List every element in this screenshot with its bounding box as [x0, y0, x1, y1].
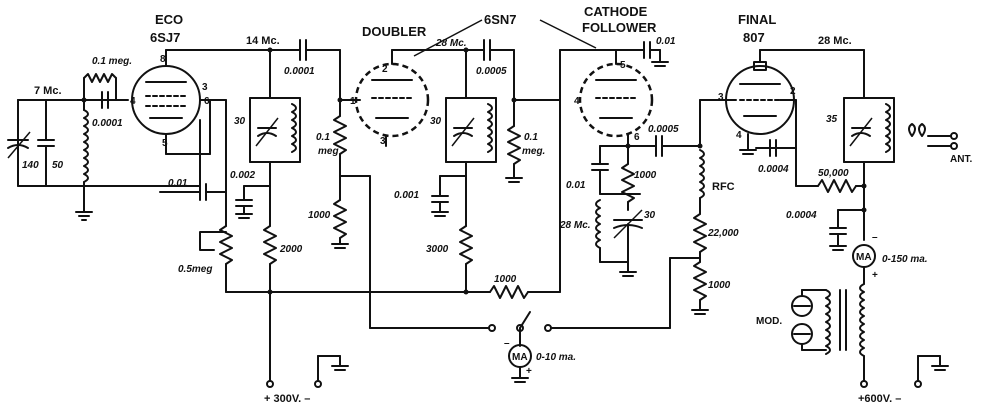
eco-pin-6: 6 — [204, 96, 210, 107]
final-pin-2: 2 — [790, 86, 796, 97]
final-pin-4: 4 — [736, 130, 742, 141]
final-output-stage: 0.0004 50,000 35 ANT. 0.0004 — [755, 49, 972, 251]
supply-600v-label: +600V. – — [858, 393, 901, 405]
r-doubler-grid-label: 0.1 — [316, 132, 330, 143]
doubler-input-stage: 0.0001 30 0.002 2000 0.1 meg — [230, 39, 371, 381]
eco-pin-4: 4 — [130, 96, 136, 107]
doubler-title: DOUBLER — [362, 24, 427, 39]
cf-pin-4: 4 — [574, 96, 580, 107]
c-out1-label: 0.0001 — [284, 66, 315, 77]
c-cf-bypass-label: 0.01 — [656, 36, 676, 47]
grid-meter-label: MA — [512, 352, 528, 363]
cf-pin-5: 5 — [620, 60, 626, 71]
supply-300v-label: + 300V. – — [264, 393, 310, 405]
eco-pin-8: 8 — [160, 54, 166, 65]
rfc-label: RFC — [712, 181, 735, 193]
c-bypass1-label: 0.002 — [230, 170, 255, 181]
follower-cathode-stage: 0.0005 0.01 1000 30 — [566, 124, 701, 277]
c-cf-tank-bypass-label: 0.01 — [566, 180, 586, 191]
freq-stage2: 28 Mc. — [435, 38, 467, 49]
plate-meter-minus: – — [872, 232, 878, 243]
r-dropping2-label: 3000 — [426, 244, 449, 255]
modulator-transformer: MOD. — [756, 283, 865, 381]
grid-leak-label: 0.1 meg. — [92, 56, 132, 67]
eco-title: ECO — [155, 12, 183, 27]
final-pin-3: 3 — [718, 92, 724, 103]
r-dropping1-label: 2000 — [279, 244, 303, 255]
r-cf-grid-unit: meg. — [522, 146, 545, 157]
r-cathode1-label: 1000 — [308, 210, 331, 221]
pointer-arrow-follower — [539, 19, 597, 49]
grid-cap-label: 0.0001 — [92, 118, 123, 129]
plate-meter-label: MA — [856, 252, 872, 263]
final-tube: 3 2 4 — [718, 49, 865, 155]
eco-pin-3: 3 — [202, 82, 208, 93]
modulator-label: MOD. — [756, 316, 782, 327]
doubler-pin-2: 2 — [382, 64, 388, 75]
eco-tube-type: 6SJ7 — [150, 30, 180, 45]
plate-milliammeter: MA – + 0-150 ma. — [852, 232, 928, 285]
freq-stage1: 14 Mc. — [246, 35, 280, 47]
supply-300v: + 300V. – — [264, 355, 349, 405]
final-grid-stage: RFC 22,000 1000 — [551, 99, 739, 329]
c-tank1-label: 30 — [234, 116, 246, 127]
grid-meter-plus: + — [526, 366, 532, 377]
eco-stage: 140 50 0.1 meg. 0.0001 0.01 — [7, 49, 271, 293]
r-doubler-grid-unit: meg — [318, 146, 339, 157]
plate-meter-plus: + — [872, 270, 878, 281]
c-final-screen-label: 0.0004 — [758, 164, 789, 175]
follower-input-stage: 0.0005 30 0.001 3000 0.1 meg. — [225, 39, 617, 299]
freq-output: 28 Mc. — [818, 35, 852, 47]
c-final-bypass-label: 0.0004 — [786, 210, 817, 221]
eco-pin-5: 5 — [162, 138, 168, 149]
freq-cf-tank: 28 Mc. — [559, 220, 591, 231]
c140-label: 140 — [22, 160, 39, 171]
pot-label: 0.5meg — [178, 264, 212, 275]
r-final-screen-label: 50,000 — [818, 168, 849, 179]
grid-milliammeter: MA – + 0-10 ma. — [504, 338, 576, 383]
c-tank2-label: 30 — [430, 116, 442, 127]
plate-meter-range: 0-150 ma. — [882, 254, 928, 265]
freq-input: 7 Mc. — [34, 85, 62, 97]
c-bypass2-label: 0.001 — [394, 190, 419, 201]
c-cf-tank-label: 30 — [644, 210, 656, 221]
junction-dots — [81, 47, 867, 295]
cathode-follower-title-2: FOLLOWER — [582, 20, 657, 35]
r-cf-cathode-label: 1000 — [634, 170, 657, 181]
c-final-tank-label: 35 — [826, 114, 838, 125]
final-tube-type: 807 — [743, 30, 765, 45]
grid-meter-range: 0-10 ma. — [536, 352, 576, 363]
doubler-pin-1: 1 — [350, 96, 356, 107]
antenna-label: ANT. — [950, 154, 972, 165]
r-series-label: 1000 — [494, 274, 517, 285]
cathode-follower-title-1: CATHODE — [584, 4, 648, 19]
doubler-pin-3: 3 — [380, 136, 386, 147]
meter-switch[interactable] — [369, 175, 552, 347]
cf-pin-6: 6 — [634, 132, 640, 143]
coupling-cap-label: 0.01 — [168, 178, 188, 189]
supply-600v: +600V. – — [858, 355, 949, 405]
shared-tube-type: 6SN7 — [484, 12, 517, 27]
c-cf-out-label: 0.0005 — [648, 124, 679, 135]
doubler-tube: 2 1 3 — [350, 49, 467, 147]
c-out2-label: 0.0005 — [476, 66, 507, 77]
r-final-grid2-label: 1000 — [708, 280, 731, 291]
r-final-grid1-label: 22,000 — [707, 228, 739, 239]
grid-meter-minus: – — [504, 338, 510, 349]
final-title: FINAL — [738, 12, 776, 27]
r-cf-grid-label: 0.1 — [524, 132, 538, 143]
c50-label: 50 — [52, 160, 64, 171]
